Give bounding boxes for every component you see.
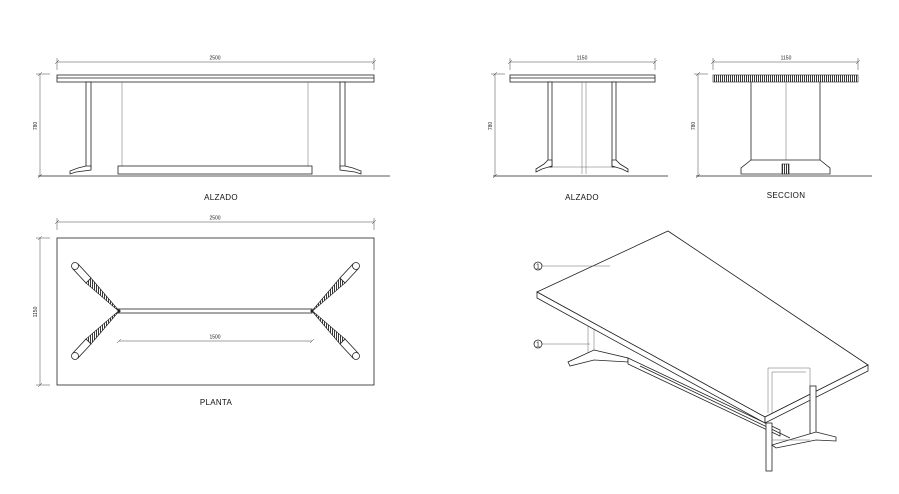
front-height-dimension: 780	[33, 122, 39, 131]
side-height-dimension: 780	[488, 122, 494, 131]
isometric-front-leg	[765, 422, 773, 472]
plan-left-legs	[71, 262, 121, 360]
front-elevation-title: ALZADO	[204, 193, 238, 202]
front-elevation-view: 2500 780 ALZADO	[33, 56, 390, 202]
front-width-dimension: 2500	[209, 56, 220, 62]
callout-2: 1	[533, 339, 590, 349]
section-title: SECCION	[767, 191, 806, 200]
section-beam-cut	[781, 163, 790, 175]
section-height-dimension: 780	[691, 122, 697, 131]
side-right-foot	[611, 159, 629, 173]
side-right-leg	[611, 81, 617, 168]
svg-text:1: 1	[536, 264, 540, 271]
side-elevation-view: 1150 780 ALZADO	[488, 56, 668, 202]
front-base-beam	[117, 165, 313, 175]
plan-right-legs	[310, 262, 360, 360]
plan-table-outline	[56, 237, 375, 386]
side-elevation-title: ALZADO	[565, 193, 599, 202]
isometric-view: 1 1	[533, 230, 869, 472]
front-right-foot	[339, 165, 362, 175]
section-hatched-top	[712, 74, 859, 83]
side-left-leg	[547, 81, 553, 168]
plan-width-dimension: 2500	[209, 216, 220, 222]
section-view: 1150 780 SECCION	[691, 56, 872, 200]
callout-1: 1	[533, 261, 610, 271]
front-left-foot	[69, 165, 92, 175]
plan-inner-dimension: 1500	[209, 335, 220, 341]
svg-text:1: 1	[536, 342, 540, 349]
front-left-leg	[85, 81, 92, 169]
plan-height-dimension: 1150	[33, 306, 39, 317]
side-table-top	[509, 74, 656, 83]
plan-central-beam	[117, 308, 313, 314]
plan-title: PLANTA	[200, 398, 233, 407]
front-right-leg	[339, 81, 346, 169]
side-left-foot	[535, 159, 553, 173]
plan-view: 2500 1150	[33, 216, 377, 407]
side-width-dimension: 1150	[577, 56, 588, 62]
section-width-dimension: 1150	[781, 56, 792, 62]
front-table-top	[56, 74, 375, 83]
